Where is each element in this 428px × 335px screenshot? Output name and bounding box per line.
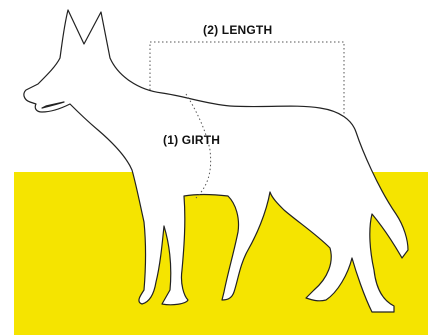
girth-measurement-line: [185, 93, 212, 199]
length-measurement-line: [149, 41, 345, 114]
length-label: (2) LENGTH: [203, 23, 273, 37]
girth-label: (1) GIRTH: [163, 133, 221, 147]
dog-silhouette-icon: [23, 9, 409, 313]
